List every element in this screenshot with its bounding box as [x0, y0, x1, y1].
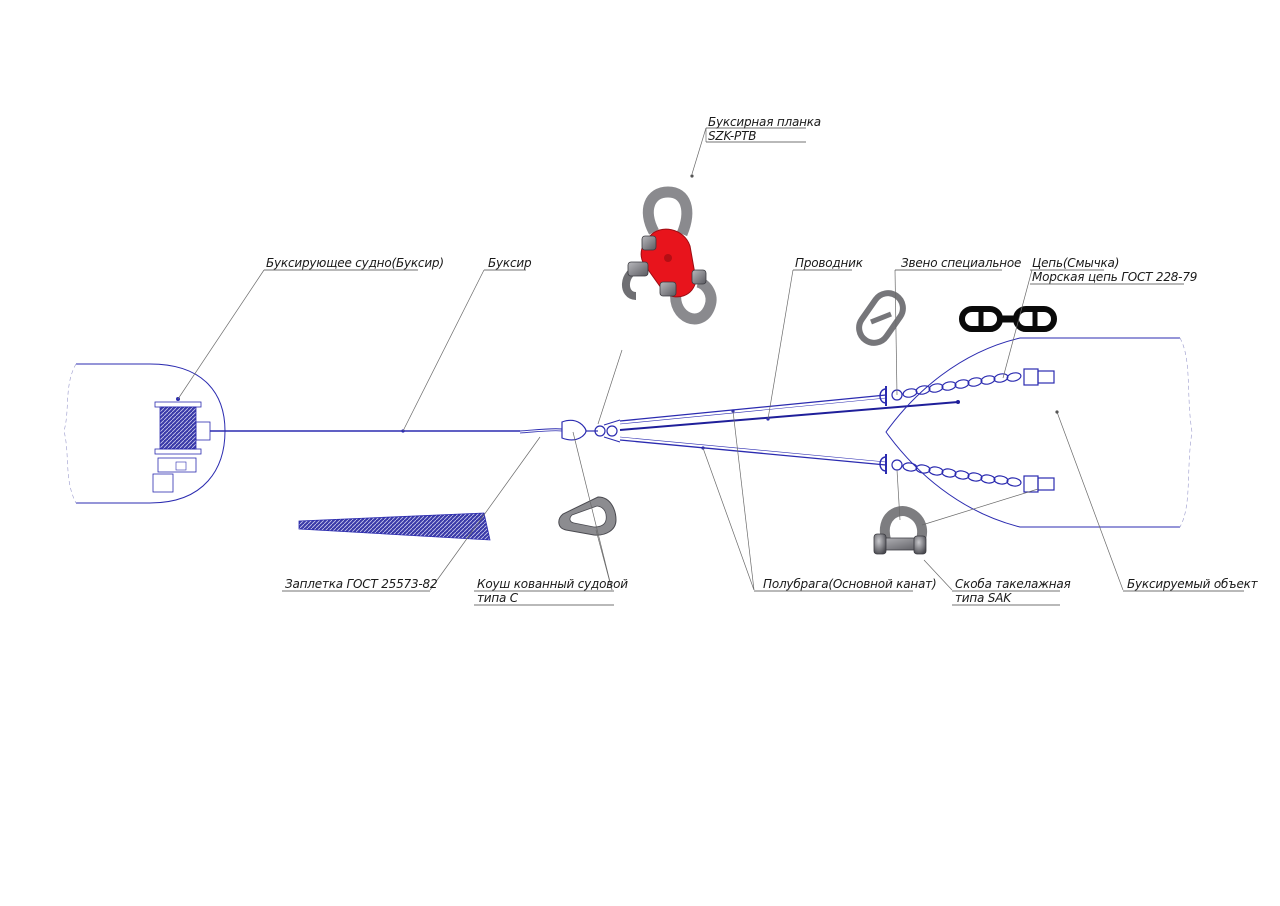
- shackle-icon: [873, 506, 928, 555]
- label-towed-object: Буксируемый объект: [1123, 577, 1259, 592]
- label-special-link-text: Звено специальное: [901, 256, 1021, 270]
- label-shackle-line2: типа SAK: [955, 591, 1012, 605]
- label-shackle: Скоба такелажная типа SAK: [952, 577, 1071, 606]
- thimble-icon: [558, 496, 617, 536]
- label-towing-bracket-line1: Буксирная планка: [708, 115, 821, 129]
- winch-icon: [152, 397, 211, 493]
- label-splice: Заплетка ГОСТ 25573-82: [282, 577, 438, 592]
- label-pennant: Проводник: [793, 256, 864, 271]
- special-link-icon: [856, 290, 906, 346]
- label-thimble: Коуш кованный судовой типа С: [474, 577, 629, 606]
- label-bridle: Полубрага(Основной канат): [754, 577, 937, 592]
- label-tug-vessel: Буксирующее судно(Буксир): [264, 256, 444, 271]
- towing-bracket-icon: [622, 186, 717, 325]
- label-pennant-text: Проводник: [795, 256, 864, 270]
- splice-icon: [298, 512, 491, 541]
- label-chain-line1: Цепь(Смычка): [1032, 256, 1119, 270]
- label-splice-text: Заплетка ГОСТ 25573-82: [285, 577, 437, 591]
- bridle-shackle-lower: [879, 454, 903, 474]
- label-tow-line-text: Буксир: [488, 256, 532, 270]
- chain-link-icon: [959, 306, 1057, 332]
- label-tow-line: Буксир: [484, 256, 532, 271]
- label-bridle-text: Полубрага(Основной канат): [763, 577, 936, 591]
- label-special-link: Звено специальное: [895, 256, 1021, 271]
- tow-line-thimble: [561, 419, 621, 443]
- leader-lines: [177, 127, 1124, 591]
- towed-object-hull: [885, 337, 1193, 528]
- label-towing-bracket: Буксирная планка SZK-PTB: [706, 115, 821, 143]
- label-thimble-line1: Коуш кованный судовой: [477, 577, 628, 591]
- bridle-legs: [619, 394, 887, 466]
- label-chain: Цепь(Смычка) Морская цепь ГОСТ 228-79: [1030, 256, 1197, 285]
- label-shackle-line1: Скоба такелажная: [955, 577, 1071, 591]
- chain-lower: [902, 462, 1055, 493]
- label-thimble-line2: типа С: [477, 591, 519, 605]
- label-towing-bracket-line2: SZK-PTB: [708, 129, 756, 143]
- label-chain-line2: Морская цепь ГОСТ 228-79: [1032, 270, 1197, 284]
- label-towed-object-text: Буксируемый объект: [1127, 577, 1259, 591]
- chain-upper: [902, 368, 1055, 398]
- tow-line: [210, 428, 563, 434]
- bridle-shackle-upper: [879, 386, 903, 406]
- tug-vessel-hull: [63, 363, 226, 504]
- label-tug-vessel-text: Буксирующее судно(Буксир): [266, 256, 444, 270]
